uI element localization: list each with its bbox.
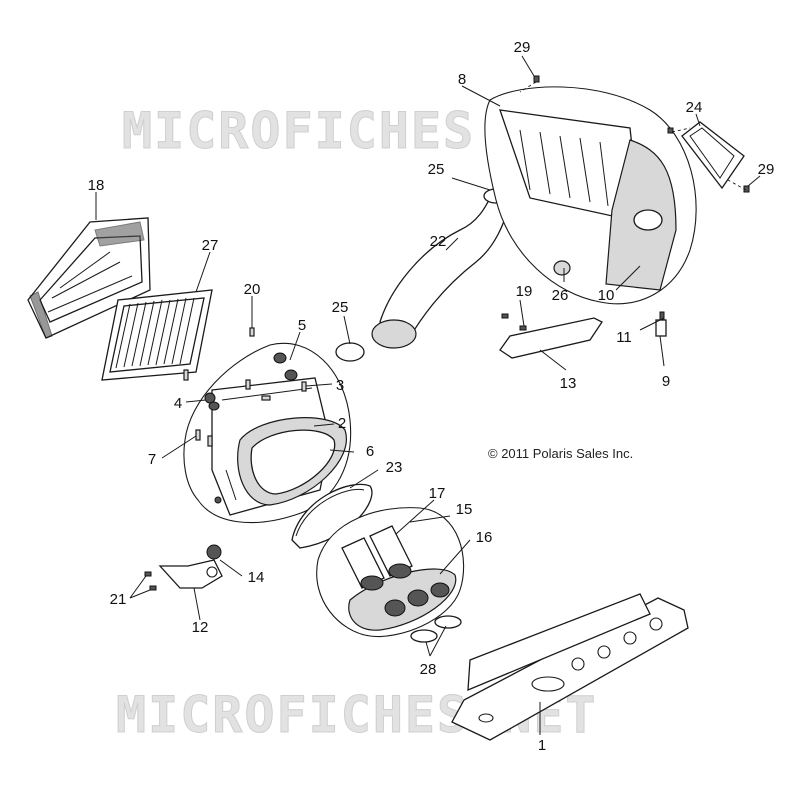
- callout-8: 8: [458, 71, 466, 88]
- callout-23: 23: [386, 459, 403, 476]
- callout-7: 7: [148, 451, 156, 468]
- callout-labels: 18 27 20 5 3 4 2 7 6 23 17 15 16 14 21 1…: [88, 39, 775, 754]
- part-21-bolt: [144, 571, 157, 591]
- part-3-screw: [245, 379, 307, 401]
- callout-6: 6: [366, 443, 374, 460]
- callout-10: 10: [598, 287, 615, 304]
- callout-18: 18: [88, 177, 105, 194]
- callout-19: 19: [516, 283, 533, 300]
- callout-22: 22: [430, 233, 447, 250]
- callout-1: 1: [538, 737, 546, 754]
- callout-20: 20: [244, 281, 261, 298]
- callout-16: 16: [476, 529, 493, 546]
- part-9-clip: [655, 311, 667, 337]
- part-12-bracket: [158, 559, 223, 589]
- part-28-clamp: [410, 615, 462, 643]
- callout-27: 27: [202, 237, 219, 254]
- part-8-plenum: [484, 86, 697, 305]
- callout-13: 13: [560, 375, 577, 392]
- part-17-intake-boot: [341, 525, 413, 591]
- part-7-screw: [195, 429, 213, 447]
- callout-29-right: 29: [758, 161, 775, 178]
- callout-21: 21: [110, 591, 127, 608]
- part-4-grommet: [204, 392, 220, 411]
- callout-11: 11: [616, 329, 632, 346]
- copyright-text: © 2011 Polaris Sales Inc.: [488, 446, 633, 461]
- leader-lines: [95, 55, 761, 735]
- part-24-gasket: [681, 121, 745, 190]
- part-14-nut: [206, 544, 222, 560]
- callout-26: 26: [552, 287, 569, 304]
- part-2-airbox-housing: [183, 342, 352, 524]
- part-1-mount-plate: [451, 593, 689, 741]
- part-13-bracket: [499, 317, 603, 359]
- part-19-bolt: [501, 313, 527, 331]
- callout-12: 12: [192, 619, 209, 636]
- part-5-grommet: [273, 352, 298, 381]
- callout-4: 4: [174, 395, 182, 412]
- callout-5: 5: [298, 317, 306, 334]
- callout-9: 9: [662, 373, 670, 390]
- callout-14: 14: [248, 569, 265, 586]
- callout-3: 3: [336, 377, 344, 394]
- callout-25-lower: 25: [332, 299, 349, 316]
- part-22-intake-tube: [371, 197, 509, 349]
- callout-2: 2: [338, 415, 346, 432]
- part-27-air-filter: [101, 289, 213, 381]
- callout-28: 28: [420, 661, 437, 678]
- callout-24: 24: [686, 99, 703, 116]
- part-18-airbox-cover: [27, 217, 151, 339]
- callout-29-top: 29: [514, 39, 531, 56]
- callout-15: 15: [456, 501, 473, 518]
- callout-25-upper: 25: [428, 161, 445, 178]
- callout-17: 17: [429, 485, 446, 502]
